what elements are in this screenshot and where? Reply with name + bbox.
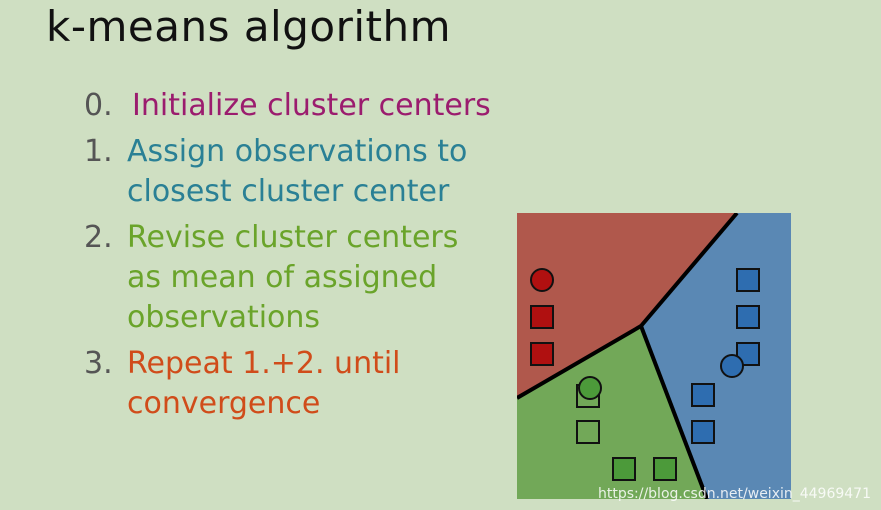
boundary-line	[639, 213, 739, 328]
step-text: Revise cluster centers as mean of assign…	[127, 220, 459, 335]
step-text: Repeat 1.+2. until convergence	[127, 346, 401, 421]
blue-point	[736, 268, 760, 292]
watermark-text: https://blog.csdn.net/weixin_44969471	[597, 486, 871, 502]
blue-point	[736, 305, 760, 329]
blue-point	[736, 342, 760, 366]
green-point	[653, 457, 677, 481]
red-region	[517, 213, 737, 398]
step-number: 0.	[84, 88, 113, 123]
red-point	[530, 305, 554, 329]
slide-title: k-means algorithm	[46, 2, 452, 51]
step-number: 1.	[84, 134, 113, 169]
step-3: 3. Repeat 1.+2. until convergence	[84, 344, 491, 424]
step-1: 1. Assign observations to closest cluste…	[84, 132, 491, 212]
boundary-line	[517, 324, 643, 400]
boundary-line	[639, 325, 709, 499]
blue-point	[691, 383, 715, 407]
step-2: 2. Revise cluster centers as mean of ass…	[84, 218, 491, 338]
blue-center	[720, 354, 744, 378]
kmeans-voronoi-figure	[517, 213, 791, 499]
green-point	[612, 457, 636, 481]
green-point	[576, 420, 600, 444]
step-0: 0. Initialize cluster centers	[84, 86, 491, 126]
step-text: Assign observations to closest cluster c…	[127, 134, 468, 209]
step-text: Initialize cluster centers	[132, 88, 491, 123]
step-number: 2.	[84, 220, 113, 255]
green-region	[517, 326, 707, 499]
blue-point	[691, 420, 715, 444]
step-number: 3.	[84, 346, 113, 381]
green-center	[578, 376, 602, 400]
red-point	[530, 342, 554, 366]
red-center	[530, 268, 554, 292]
algorithm-steps: 0. Initialize cluster centers 1. Assign …	[84, 86, 491, 430]
